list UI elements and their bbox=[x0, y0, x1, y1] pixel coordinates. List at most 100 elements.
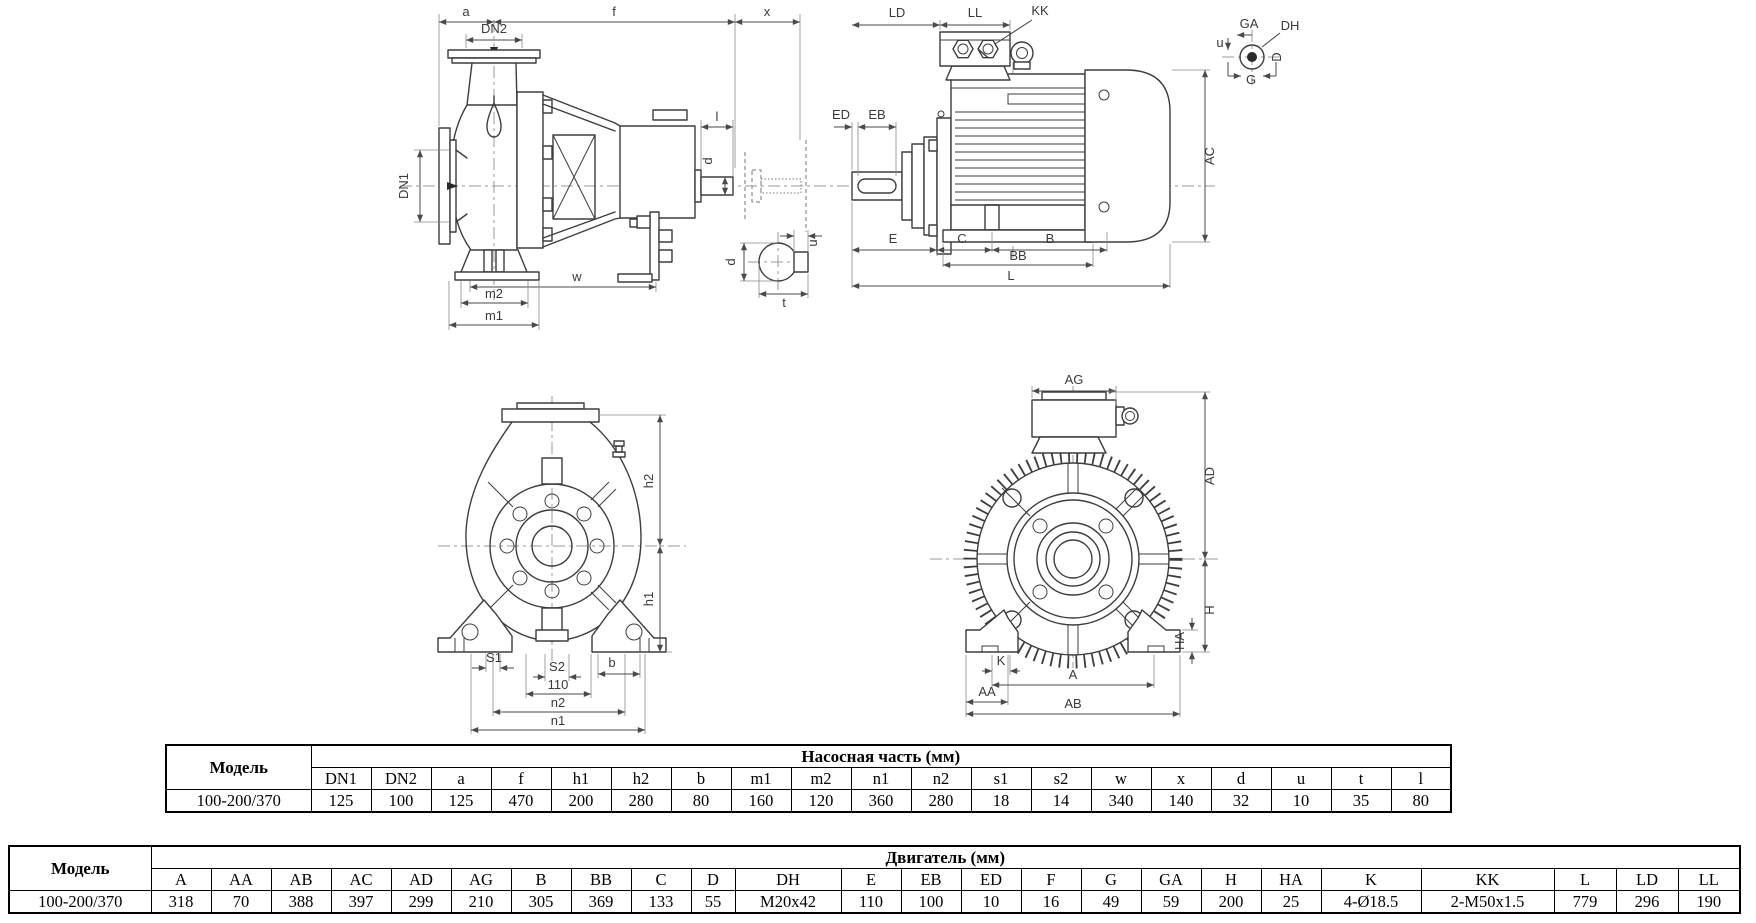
col-header: D bbox=[690, 868, 736, 891]
dim-value: 160 bbox=[730, 789, 792, 813]
dim-label-a-big: A bbox=[1069, 667, 1078, 682]
dim-label-t: t bbox=[782, 295, 786, 310]
dim-value: 18 bbox=[970, 789, 1032, 813]
dim-label-n2: n2 bbox=[551, 695, 565, 710]
dim-value: 49 bbox=[1080, 890, 1142, 914]
model-value: 100-200/370 bbox=[8, 890, 152, 914]
col-header: w bbox=[1090, 767, 1152, 790]
col-header: H bbox=[1200, 868, 1262, 891]
col-header: EB bbox=[900, 868, 962, 891]
dim-label-h2: h2 bbox=[641, 474, 656, 488]
col-header: K bbox=[1320, 868, 1422, 891]
lifting-eye-icon bbox=[1010, 41, 1034, 65]
col-header: m1 bbox=[730, 767, 792, 790]
col-header: DN2 bbox=[370, 767, 432, 790]
col-header: l bbox=[1390, 767, 1452, 790]
dim-value: 369 bbox=[570, 890, 632, 914]
cable-gland-hex-icon bbox=[977, 39, 999, 59]
dim-value: 10 bbox=[960, 890, 1022, 914]
dim-value: 59 bbox=[1140, 890, 1202, 914]
dim-label-d-end: D bbox=[1269, 52, 1284, 61]
dim-value: 140 bbox=[1150, 789, 1212, 813]
dim-value: 280 bbox=[610, 789, 672, 813]
dim-label-s1: S1 bbox=[486, 650, 502, 665]
dim-label-d-section: d bbox=[723, 258, 738, 265]
col-header: n2 bbox=[910, 767, 972, 790]
model-value: 100-200/370 bbox=[165, 789, 312, 813]
dim-label-u-section: u bbox=[805, 239, 820, 246]
dim-value: 4-Ø18.5 bbox=[1320, 890, 1422, 914]
pump-table-model-header: Модель bbox=[165, 744, 312, 790]
dim-value: 318 bbox=[150, 890, 212, 914]
col-header: KK bbox=[1420, 868, 1555, 891]
col-header: DH bbox=[734, 868, 842, 891]
col-header: HA bbox=[1260, 868, 1322, 891]
motor-table-model-header: Модель bbox=[8, 845, 152, 891]
motor-table-data-row: 100-200/370 318 70 388 397 299 210 305 3… bbox=[8, 890, 1741, 914]
col-header: m2 bbox=[790, 767, 852, 790]
col-header: GA bbox=[1140, 868, 1202, 891]
dim-label-kk: KK bbox=[1031, 3, 1049, 18]
dim-label-e: E bbox=[889, 231, 898, 246]
dim-label-ha: HA bbox=[1172, 632, 1187, 650]
col-header: d bbox=[1210, 767, 1272, 790]
dim-label-b: B bbox=[1046, 231, 1055, 246]
cooling-fins bbox=[963, 449, 1183, 669]
col-header: f bbox=[490, 767, 552, 790]
dim-label-110: 110 bbox=[548, 677, 569, 692]
pump-table-data-row: 100-200/370 125 100 125 470 200 280 80 1… bbox=[165, 789, 1452, 813]
dim-label-s2: S2 bbox=[549, 659, 565, 674]
dim-value: 35 bbox=[1330, 789, 1392, 813]
col-header: A bbox=[150, 868, 212, 891]
dim-value: 100 bbox=[900, 890, 962, 914]
dim-value: 25 bbox=[1260, 890, 1322, 914]
pump-side-view-drawing: a f x DN2 DN1 bbox=[396, 4, 812, 330]
dim-value: 100 bbox=[370, 789, 432, 813]
dim-label-ll: LL bbox=[968, 5, 982, 20]
dim-value: 16 bbox=[1020, 890, 1082, 914]
col-header: LL bbox=[1677, 868, 1741, 891]
col-header: x bbox=[1150, 767, 1212, 790]
col-header: F bbox=[1020, 868, 1082, 891]
col-header: AD bbox=[390, 868, 452, 891]
col-header: b bbox=[670, 767, 732, 790]
dim-value: 80 bbox=[670, 789, 732, 813]
dim-label-d-shaft: d bbox=[700, 157, 715, 164]
dim-value: 779 bbox=[1553, 890, 1617, 914]
dim-label-l-total: L bbox=[1007, 268, 1014, 283]
col-header: s1 bbox=[970, 767, 1032, 790]
dim-label-l: l bbox=[716, 109, 719, 124]
dim-label-g: G bbox=[1246, 72, 1256, 87]
col-header: LD bbox=[1615, 868, 1679, 891]
dim-label-dn2: DN2 bbox=[481, 21, 507, 36]
dim-value: 80 bbox=[1390, 789, 1452, 813]
col-header: t bbox=[1330, 767, 1392, 790]
dim-value: 200 bbox=[1200, 890, 1262, 914]
dim-value: 2-M50x1.5 bbox=[1420, 890, 1555, 914]
dim-label-b-small: b bbox=[608, 655, 615, 670]
motor-dimensions-table: Модель Двигатель (мм) A AA AB AC AD AG B… bbox=[8, 845, 1741, 914]
dim-label-ag: AG bbox=[1065, 372, 1084, 387]
pump-table-group-header-row: Модель Насосная часть (мм) bbox=[165, 744, 1452, 790]
dim-label-eb: EB bbox=[868, 107, 885, 122]
col-header: DN1 bbox=[310, 767, 372, 790]
col-header: AB bbox=[270, 868, 332, 891]
col-header: u bbox=[1270, 767, 1332, 790]
col-header: L bbox=[1553, 868, 1617, 891]
motor-table-group-header-row: Модель Двигатель (мм) bbox=[8, 845, 1741, 891]
dim-value: 470 bbox=[490, 789, 552, 813]
flow-arrow-right-icon bbox=[447, 182, 458, 190]
motor-side-view-drawing: ED EB KK LD LL bbox=[745, 3, 1217, 290]
dim-value: 200 bbox=[550, 789, 612, 813]
col-header: E bbox=[840, 868, 902, 891]
dim-value: 125 bbox=[310, 789, 372, 813]
dim-value: 296 bbox=[1615, 890, 1679, 914]
dim-label-h1: h1 bbox=[641, 592, 656, 606]
dim-label-h: H bbox=[1202, 605, 1217, 614]
col-header: AC bbox=[330, 868, 392, 891]
dim-value: 133 bbox=[630, 890, 692, 914]
dim-label-a: a bbox=[462, 4, 470, 19]
col-header: B bbox=[510, 868, 572, 891]
dim-value: 340 bbox=[1090, 789, 1152, 813]
